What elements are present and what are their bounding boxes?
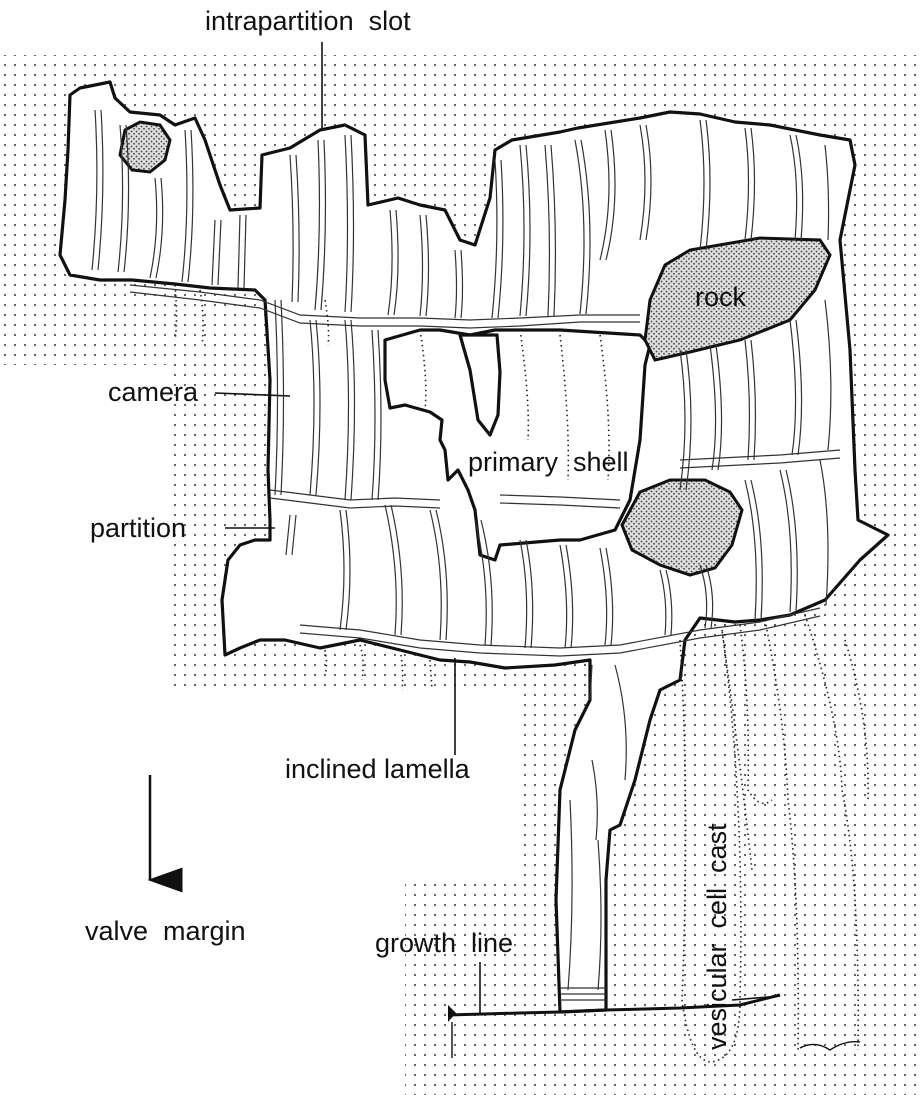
label-primary-shell: primary shell	[468, 447, 629, 477]
label-vesicular-cell-cast: vesicular cell cast	[702, 823, 732, 1050]
label-camera: camera	[108, 377, 199, 407]
label-intrapartition-slot: intrapartition slot	[205, 6, 411, 36]
label-inclined-lamella: inclined lamella	[285, 754, 471, 784]
label-partition: partition	[90, 513, 186, 543]
label-rock: rock	[695, 282, 747, 312]
label-growth-line: growth line	[375, 928, 513, 958]
label-valve-margin: valve margin	[85, 916, 246, 946]
